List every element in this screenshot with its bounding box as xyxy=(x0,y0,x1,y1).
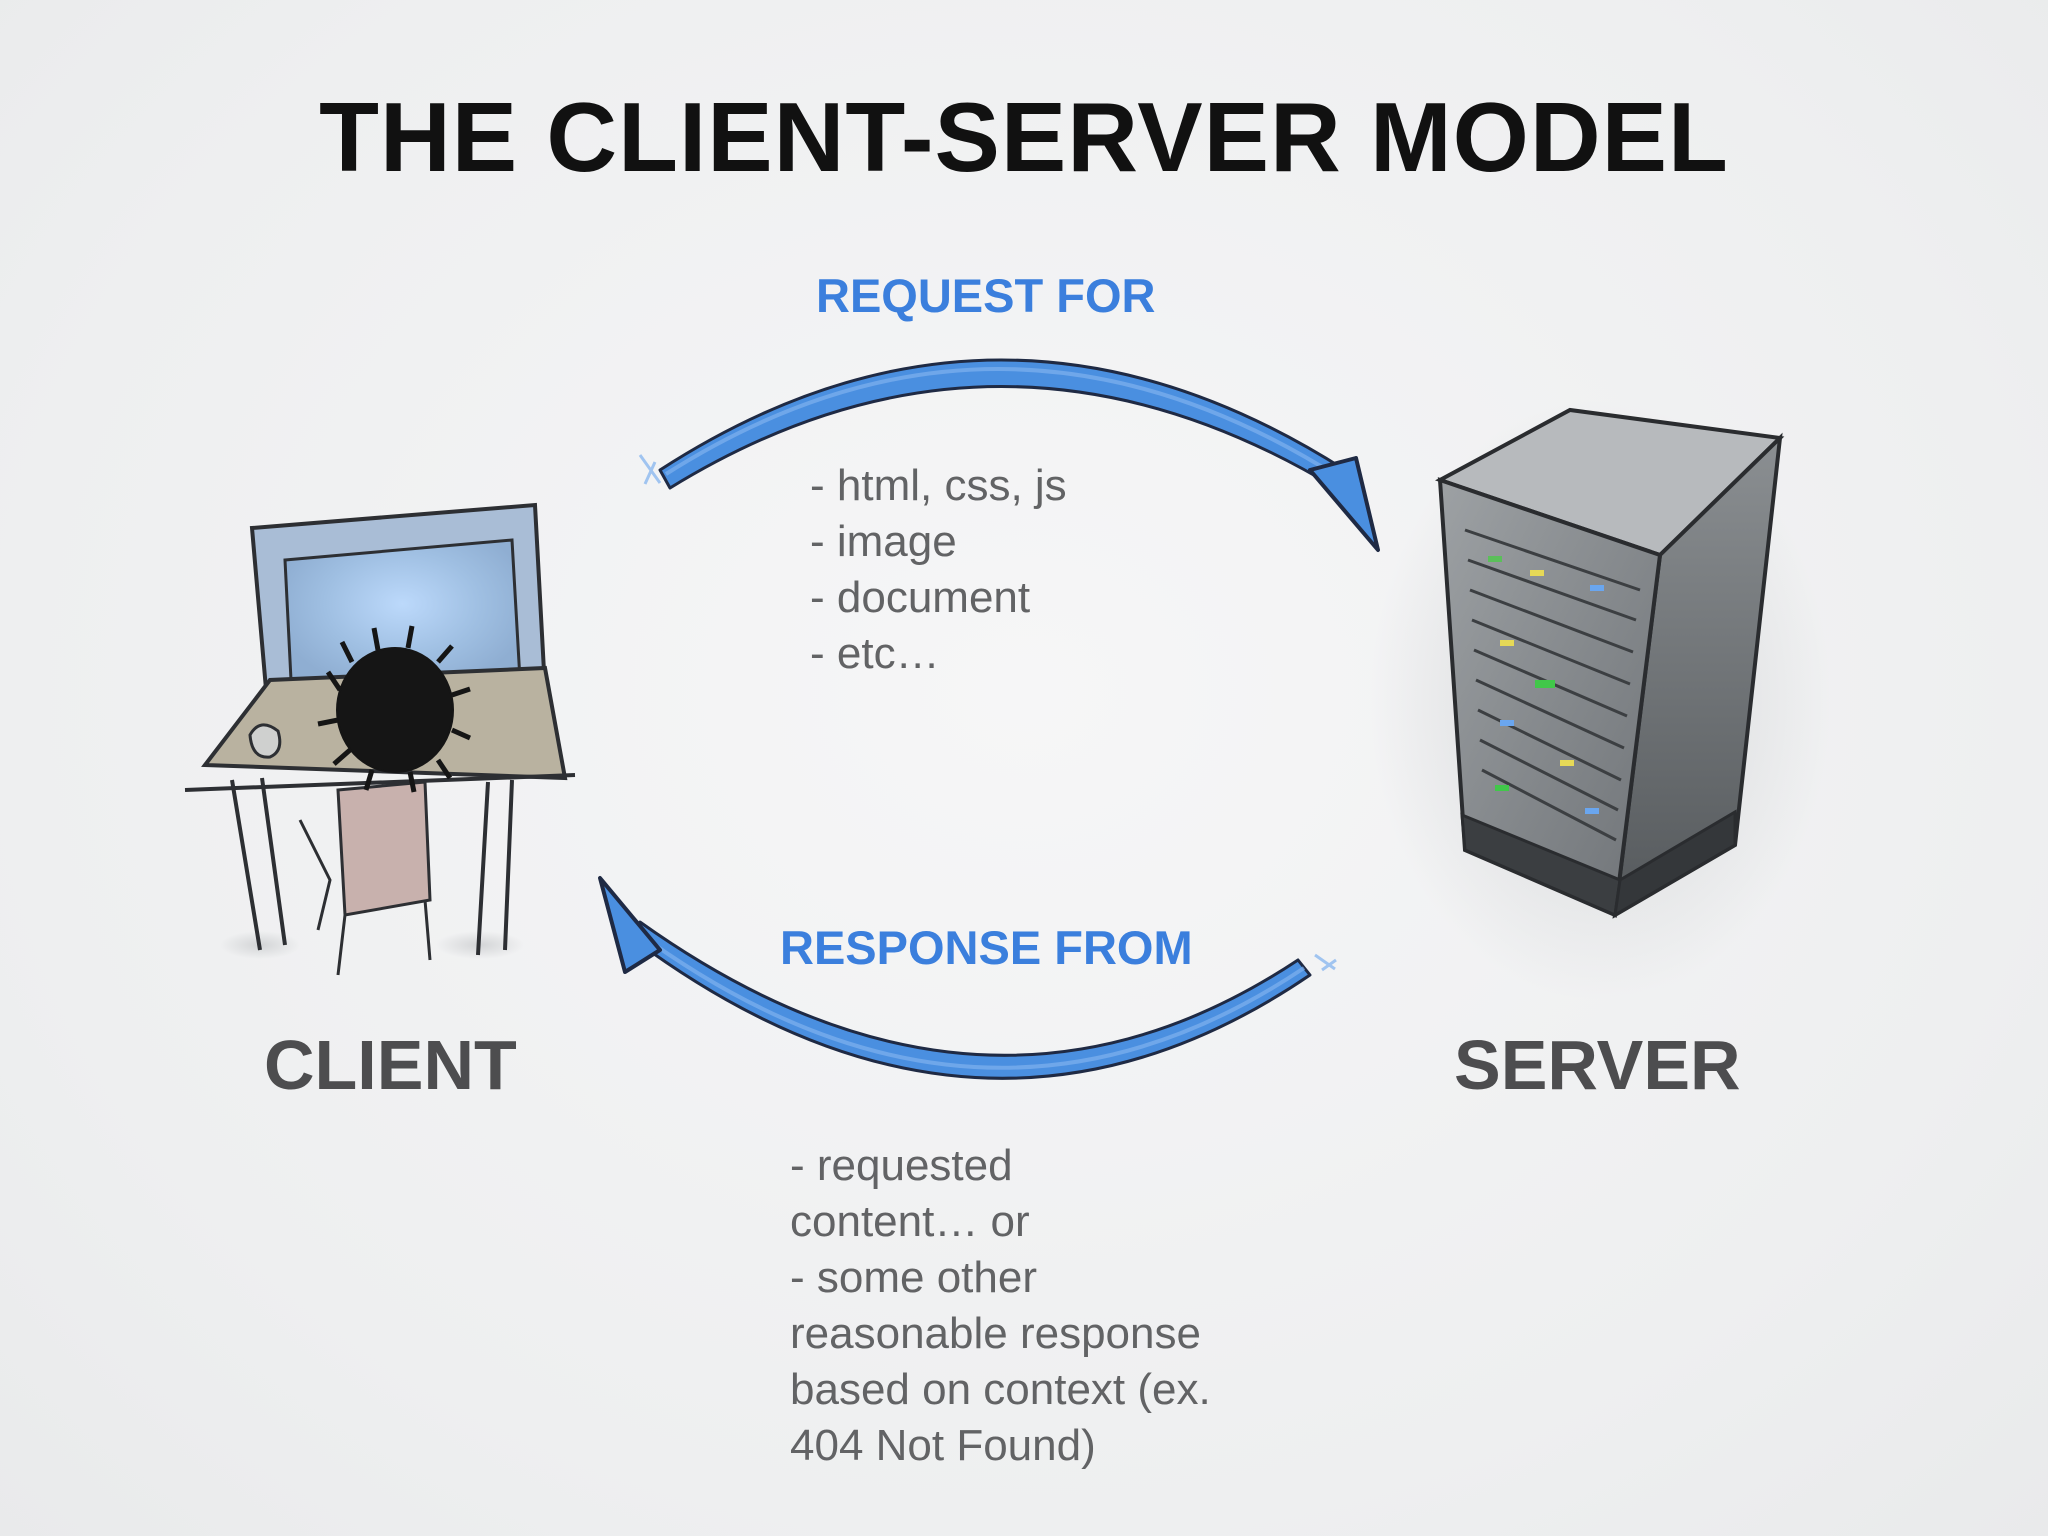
list-item: - etc… xyxy=(810,629,940,678)
response-items-list: - requested content… or - some other rea… xyxy=(790,1138,1310,1474)
computer-desk-person-icon xyxy=(184,502,576,976)
response-arrow-icon xyxy=(598,876,1337,1080)
server-tower-icon xyxy=(1370,400,1830,1000)
response-label: RESPONSE FROM xyxy=(780,921,1193,974)
list-item: - document xyxy=(810,573,1031,622)
list-item: based on context (ex. xyxy=(790,1365,1211,1414)
list-item: content… or xyxy=(790,1197,1030,1246)
list-item: reasonable response xyxy=(790,1309,1201,1358)
request-arrow-icon xyxy=(638,358,1380,552)
request-items-list: - html, css, js - image - document - etc… xyxy=(810,458,1067,682)
client-label: CLIENT xyxy=(264,1026,517,1104)
list-item: - some other xyxy=(790,1253,1037,1302)
server-label: SERVER xyxy=(1454,1026,1741,1104)
request-label: REQUEST FOR xyxy=(816,269,1156,322)
list-item: - html, css, js xyxy=(810,461,1067,510)
page-title: THE CLIENT-SERVER MODEL xyxy=(319,82,1729,192)
list-item: 404 Not Found) xyxy=(790,1421,1096,1470)
list-item: - requested xyxy=(790,1141,1013,1190)
list-item: - image xyxy=(810,517,957,566)
